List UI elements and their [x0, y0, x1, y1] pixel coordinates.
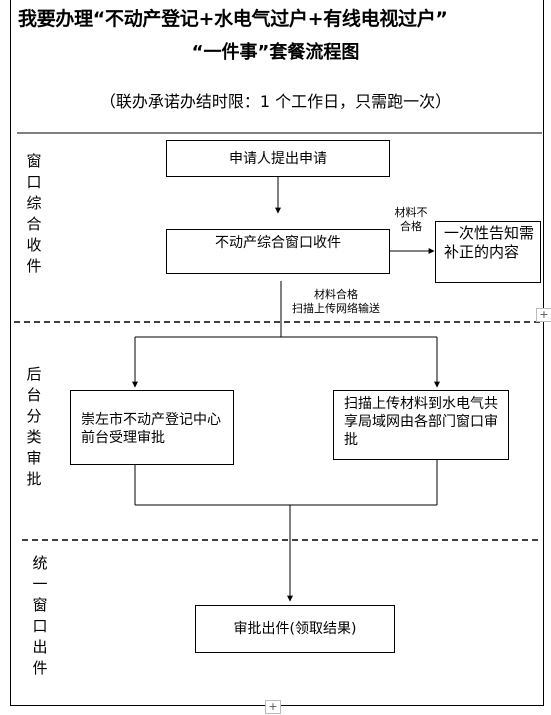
step-notify-box: 一次性告知需补正的内容 [435, 221, 541, 283]
page-title: 我要办理“不动产登记+水电气过户+有线电视过户” [18, 8, 448, 30]
add-row-handle-bottom[interactable]: + [265, 700, 281, 714]
time-limit-note: （联办承诺办结时限：1 个工作日，只需跑一次） [99, 92, 452, 111]
page-subtitle: “一件事”套餐流程图 [191, 42, 360, 63]
add-row-handle-right[interactable]: + [536, 308, 551, 322]
step-intake-box: 不动产综合窗口收件 [166, 229, 390, 274]
step-issue-label: 审批出件(领取结果) [233, 621, 357, 637]
step-intake-label: 不动产综合窗口收件 [215, 235, 341, 251]
step-realty-label: 崇左市不动产登记中心前台受理审批 [81, 412, 221, 446]
annotation-unqualified: 材料不 合格 [394, 206, 428, 233]
step-utilities-label: 扫描上传材料到水电气共享局域网由各部门窗口审批 [344, 396, 498, 448]
step-notify-label: 一次性告知需补正的内容 [444, 224, 535, 261]
step-apply-box: 申请人提出申请 [166, 140, 390, 177]
stage-label-issue: 统一窗 口出件 [32, 554, 48, 677]
step-utilities-box: 扫描上传材料到水电气共享局域网由各部门窗口审批 [333, 390, 509, 460]
stage-label-review: 后台分 类审批 [26, 365, 42, 488]
step-realty-box: 崇左市不动产登记中心前台受理审批 [70, 390, 234, 465]
annotation-qualified: 材料合格 扫描上传网络输送 [292, 288, 380, 315]
step-issue-box: 审批出件(领取结果) [195, 605, 395, 653]
stage-label-intake: 窗口综 合收件 [26, 152, 42, 275]
step-apply-label: 申请人提出申请 [229, 151, 327, 167]
